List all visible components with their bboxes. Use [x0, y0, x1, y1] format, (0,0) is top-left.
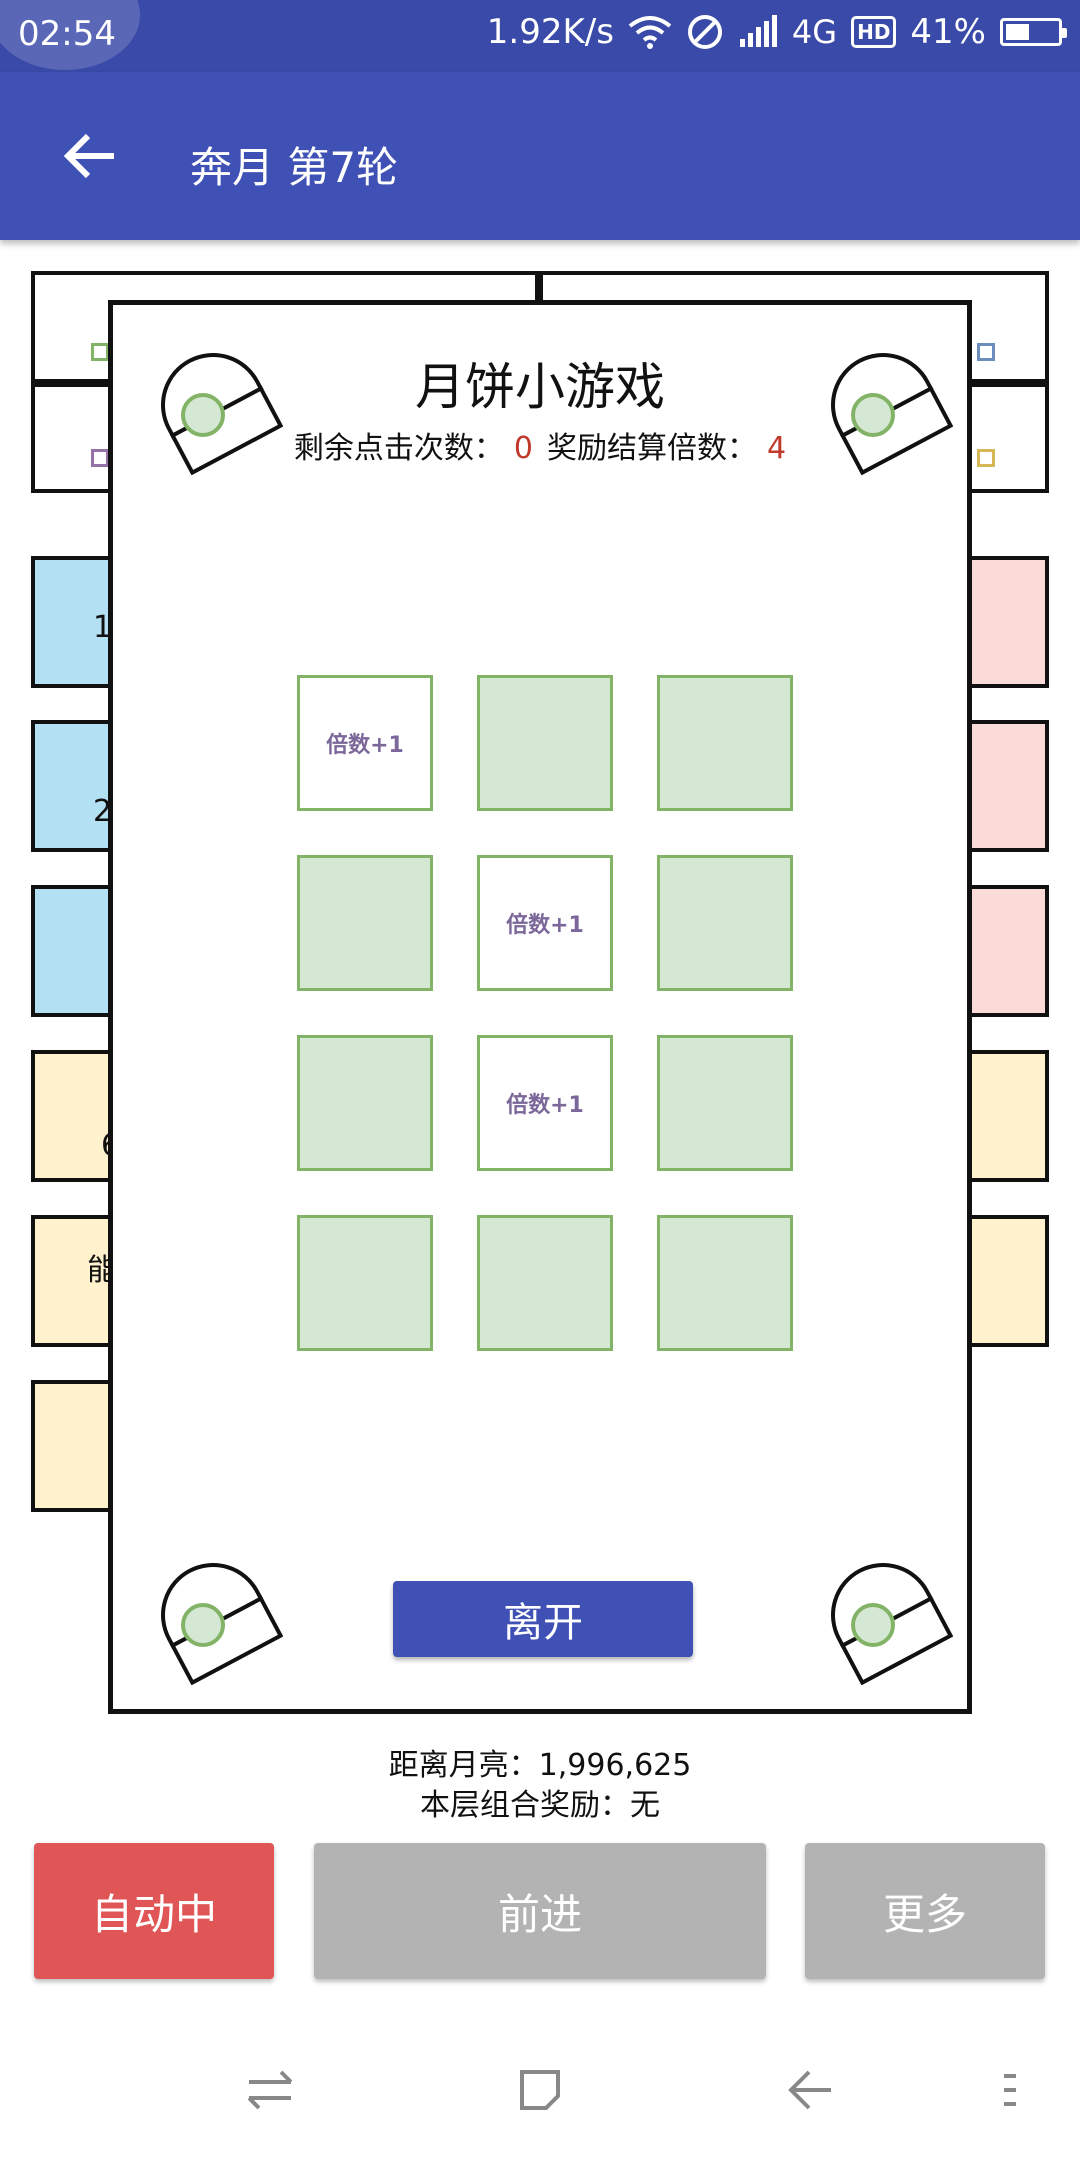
tile-reward-text: 倍数+1 [506, 1093, 584, 1118]
game-tile[interactable] [297, 1035, 433, 1171]
wifi-icon [628, 14, 672, 50]
hd-badge: HD [851, 16, 897, 48]
clicks-remaining-value: 0 [513, 431, 533, 466]
forward-button[interactable]: 前进 [314, 1843, 766, 1979]
mooncake-game-dialog: 月饼小游戏 剩余点击次数： 0 奖励结算倍数： 4 倍数+1 倍数+1 倍数+1 离开 [108, 300, 972, 1714]
more-button[interactable]: 更多 [805, 1843, 1045, 1979]
moon-gate-icon [161, 1563, 283, 1685]
game-tile[interactable] [297, 855, 433, 991]
game-tile[interactable] [477, 1215, 613, 1351]
moon-gate-icon [831, 1563, 953, 1685]
battery-percent: 41% [910, 12, 986, 52]
multiplier-label: 奖励结算倍数： [547, 431, 757, 466]
auto-button[interactable]: 自动中 [34, 1843, 274, 1979]
moon-gate-icon [161, 353, 283, 475]
purple-marker-square [91, 449, 109, 467]
game-tile[interactable]: 倍数+1 [477, 855, 613, 991]
back-icon[interactable] [770, 2050, 850, 2130]
green-marker-square [91, 343, 109, 361]
clicks-remaining-label: 剩余点击次数： [293, 431, 504, 466]
gold-marker-square [977, 449, 995, 467]
dialog-title: 月饼小游戏 [415, 358, 665, 416]
signal-icon [738, 15, 778, 49]
leave-button[interactable]: 离开 [393, 1581, 693, 1657]
system-nav-bar [0, 2020, 1080, 2160]
moon-gate-icon [831, 353, 953, 475]
status-icons: 1.92K/s 4G HD 41% [486, 12, 1067, 52]
blue-marker-square [977, 343, 995, 361]
net-speed: 1.92K/s [486, 12, 614, 52]
menu-icon[interactable] [980, 2050, 1040, 2130]
board-cell-label: 2 [93, 794, 113, 829]
switch-icon[interactable] [230, 2050, 310, 2130]
status-time: 02:54 [18, 14, 116, 54]
battery-fill [1006, 24, 1029, 40]
game-stats: 剩余点击次数： 0 奖励结算倍数： 4 [113, 423, 967, 467]
game-tile[interactable] [657, 855, 793, 991]
game-tile[interactable] [657, 1035, 793, 1171]
status-bar: 02:54 1.92K/s 4G HD 41% [0, 0, 1080, 72]
multiplier-value: 4 [767, 431, 787, 466]
tile-reward-text: 倍数+1 [326, 733, 404, 758]
arrow-back-icon[interactable] [58, 124, 122, 188]
distance-to-moon: 距离月亮：1,996,625 [388, 1748, 692, 1783]
home-icon[interactable] [500, 2050, 580, 2130]
app-bar: 奔月 第7轮 [0, 72, 1080, 240]
game-tile[interactable]: 倍数+1 [477, 1035, 613, 1171]
game-tile[interactable] [657, 1215, 793, 1351]
page-title: 奔月 第7轮 [190, 143, 399, 192]
board-cell-label: 1 [93, 610, 113, 645]
game-tile[interactable] [297, 1215, 433, 1351]
dnd-icon [686, 13, 724, 51]
game-tile[interactable]: 倍数+1 [297, 675, 433, 811]
network-type: 4G [791, 13, 838, 51]
combo-reward: 本层组合奖励：无 [420, 1788, 660, 1823]
game-tile[interactable] [657, 675, 793, 811]
battery-icon [1000, 18, 1067, 46]
game-tile[interactable] [477, 675, 613, 811]
tile-reward-text: 倍数+1 [506, 913, 584, 938]
